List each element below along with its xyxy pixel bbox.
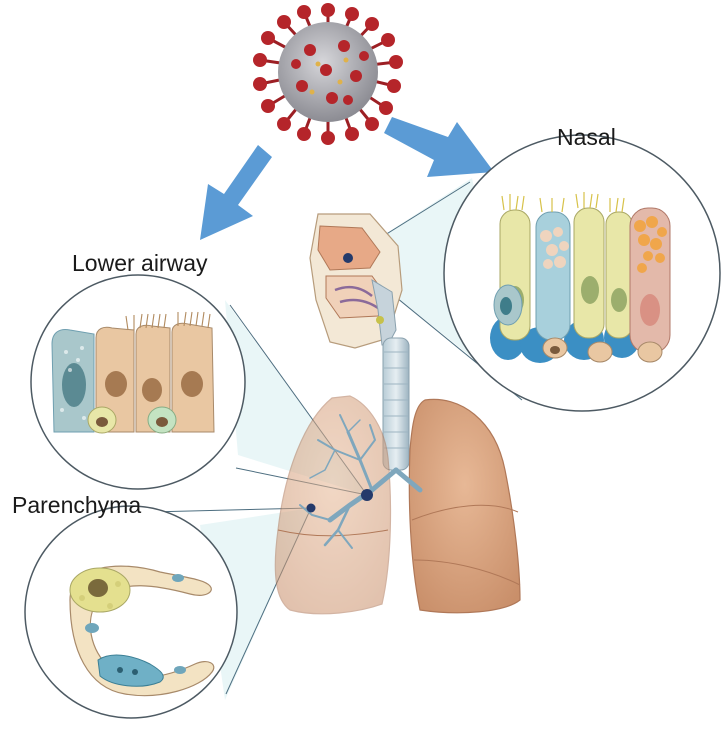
- parenchyma-alveolus-circle: [25, 506, 237, 718]
- head-anatomy: [310, 214, 402, 348]
- parenchyma-marker-dot: [307, 504, 316, 513]
- nasal-label: Nasal: [557, 126, 616, 149]
- nasal-epithelium-circle: [444, 135, 720, 411]
- nasal-marker-dot: [343, 253, 353, 263]
- arrow-to-lower-airway: [200, 145, 272, 240]
- lower-airway-epithelium-circle: [31, 275, 245, 489]
- lower-airway-label: Lower airway: [72, 252, 208, 275]
- lower-airway-marker-dot: [361, 489, 373, 501]
- coronavirus-particle: [253, 3, 403, 145]
- right-lung: [409, 399, 520, 612]
- arrow-to-nasal: [384, 117, 494, 177]
- throat-marker-dot: [376, 316, 384, 324]
- parenchyma-label: Parenchyma: [12, 494, 141, 517]
